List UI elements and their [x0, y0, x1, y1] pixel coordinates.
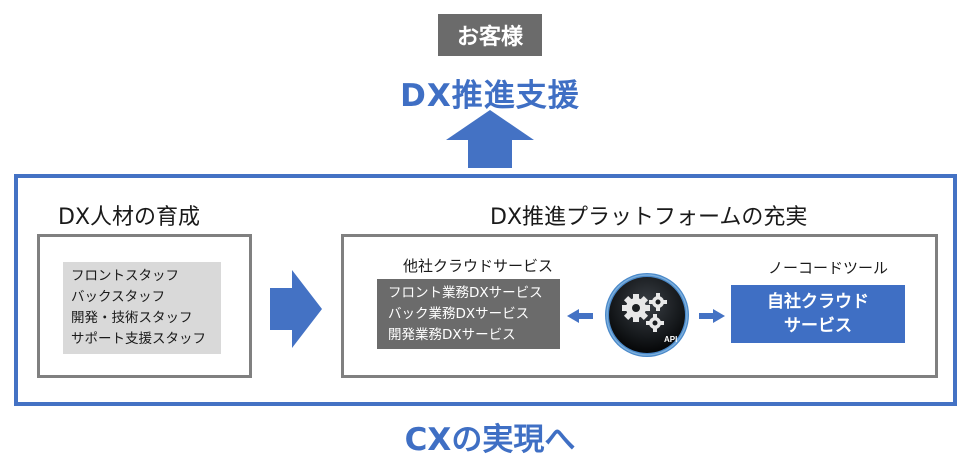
talent-development-title: DX人材の育成	[58, 205, 201, 230]
nocode-tool-label: ノーコードツール	[768, 259, 889, 277]
double-arrow-icon	[567, 309, 593, 323]
right-arrow-icon	[270, 270, 322, 348]
other-cloud-label: 他社クラウドサービス	[403, 257, 554, 275]
own-cloud-line: 自社クラウド	[767, 292, 869, 312]
list-item: 開発業務DXサービス	[388, 327, 516, 343]
gears-icon: API	[605, 273, 689, 357]
double-arrow-icon	[699, 309, 725, 323]
list-item: バック業務DXサービス	[388, 306, 530, 322]
own-cloud-line: サービス	[784, 316, 852, 336]
list-item: バックスタッフ	[71, 289, 166, 305]
api-connector: API	[567, 273, 725, 357]
own-cloud-service-box: 自社クラウド サービス	[731, 285, 905, 343]
list-item: フロントスタッフ	[71, 268, 179, 284]
dx-support-heading: DX推進支援	[400, 78, 580, 114]
list-item: フロント業務DXサービス	[388, 285, 543, 301]
cx-realization-heading: CXの実現へ	[404, 422, 576, 458]
up-arrow-icon	[446, 110, 534, 168]
dx-services-box: フロント業務DXサービス バック業務DXサービス 開発業務DXサービス	[377, 279, 560, 349]
list-item: 開発・技術スタッフ	[71, 310, 193, 326]
platform-title: DX推進プラットフォームの充実	[490, 205, 808, 230]
staff-list: フロントスタッフ バックスタッフ 開発・技術スタッフ サポート支援スタッフ	[63, 262, 221, 354]
list-item: サポート支援スタッフ	[71, 331, 206, 347]
cx-frame	[14, 174, 957, 406]
customer-label: お客様	[438, 14, 542, 56]
api-label: API	[664, 335, 677, 344]
